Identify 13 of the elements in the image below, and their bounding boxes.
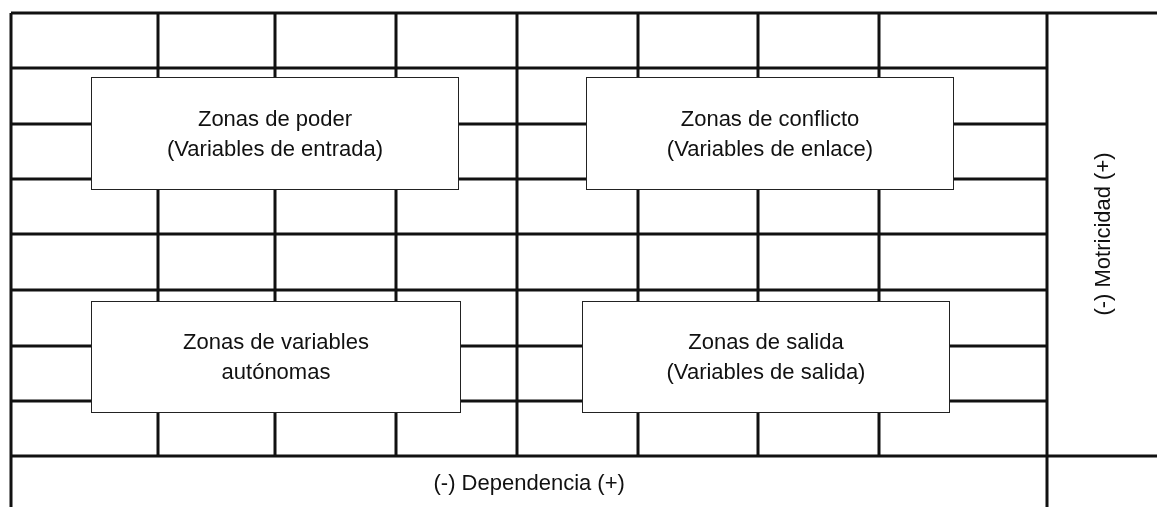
zone-title: Zonas de variables autónomas: [182, 328, 370, 386]
zone-box: [582, 301, 950, 413]
zone-subtitle: (Variables de entrada): [166, 134, 383, 163]
zone-title: Zonas de salida: [688, 328, 844, 356]
zone-subtitle: (Variables de enlace): [666, 134, 874, 163]
zone-title: Zonas de poder: [197, 104, 353, 133]
zone-box: [91, 77, 459, 190]
axis-label: (-) Dependencia (+): [433, 470, 625, 496]
zone-box: [91, 301, 461, 413]
axis-label: (-) Motricidad (+): [1089, 152, 1116, 316]
zone-subtitle: (Variables de salida): [666, 358, 866, 386]
zone-box: [586, 77, 954, 190]
zone-title: Zonas de conflicto: [680, 104, 860, 133]
